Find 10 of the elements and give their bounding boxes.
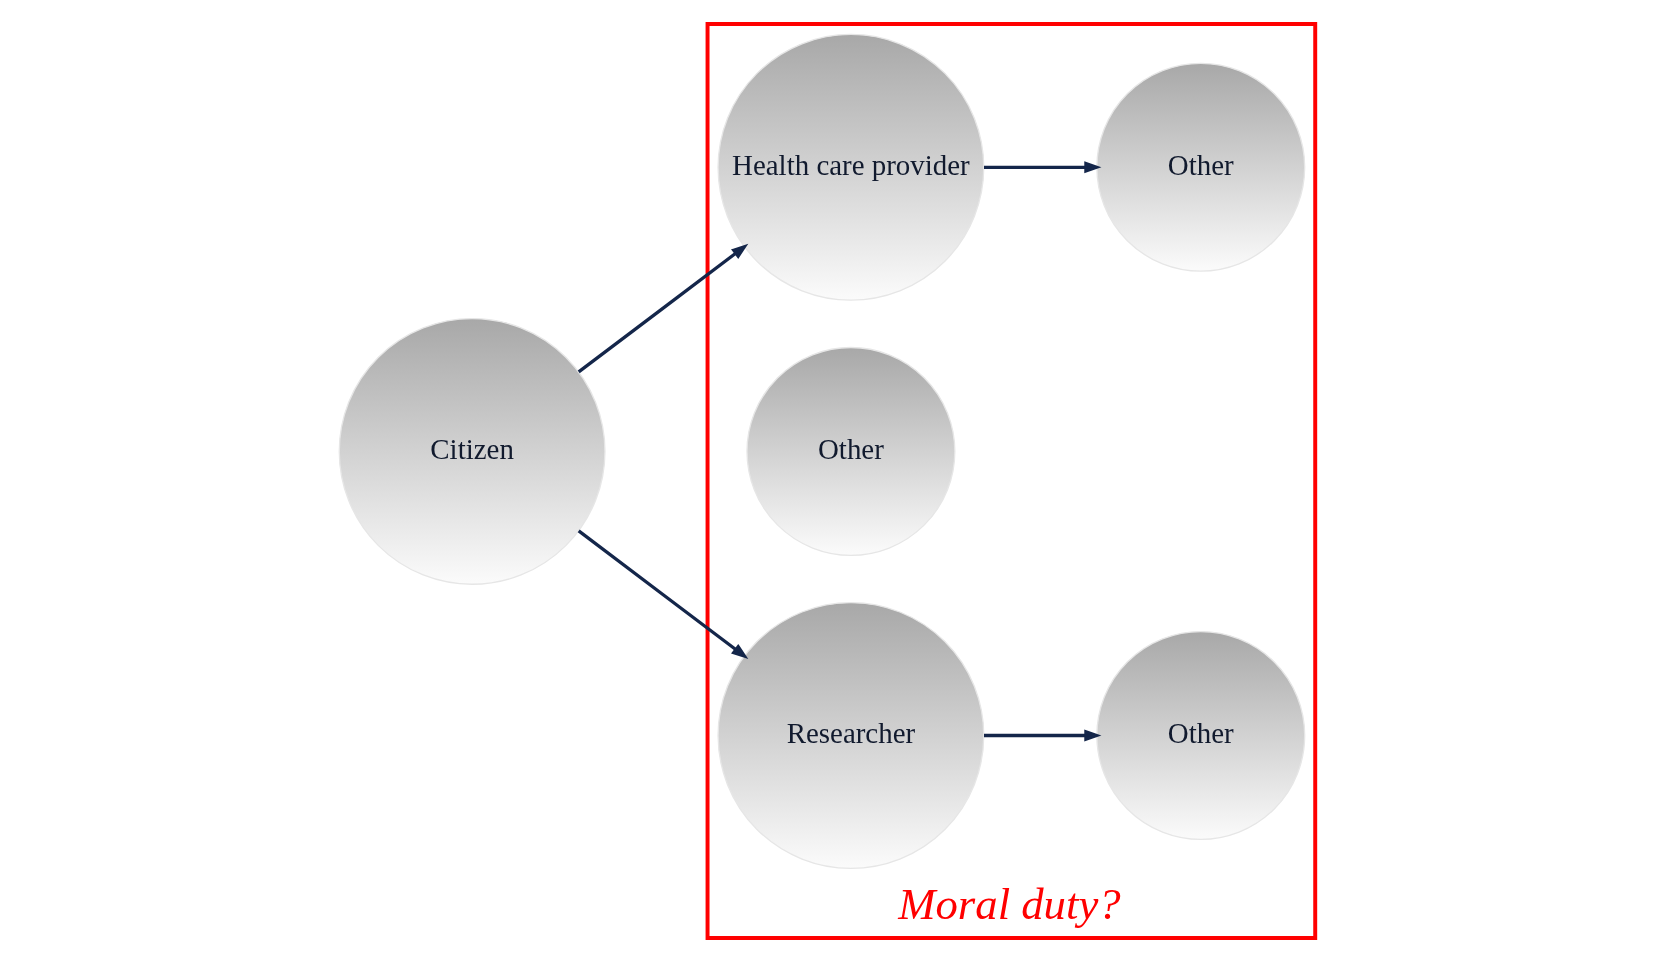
- node-circle: Health care provider: [716, 33, 984, 301]
- node-circle: Citizen: [338, 317, 606, 585]
- node-circle: Other: [745, 346, 955, 556]
- arrow: [577, 529, 748, 659]
- node-circle: Other: [1095, 630, 1305, 841]
- node-circle: Other: [1095, 62, 1305, 272]
- arrow: [577, 243, 748, 374]
- arrow: [983, 161, 1101, 174]
- arrow: [983, 729, 1101, 742]
- node-circle: Researcher: [716, 602, 984, 869]
